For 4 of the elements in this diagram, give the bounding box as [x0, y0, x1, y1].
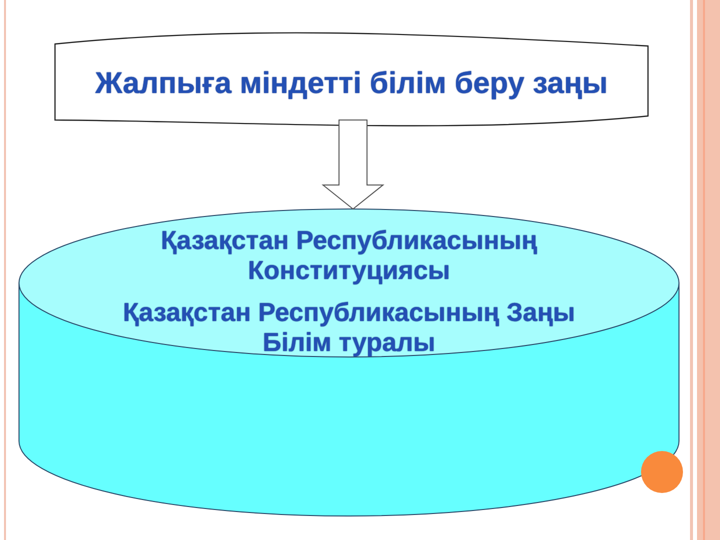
banner-title: Жалпыға міндетті білім беру заңы: [95, 66, 608, 102]
cylinder-text: Қазақстан Республикасының Конституциясы: [160, 226, 538, 286]
cylinder-text: Қазақстан Республикасының Заңы Білім туралы: [122, 298, 576, 358]
block-arrow: [322, 120, 384, 210]
